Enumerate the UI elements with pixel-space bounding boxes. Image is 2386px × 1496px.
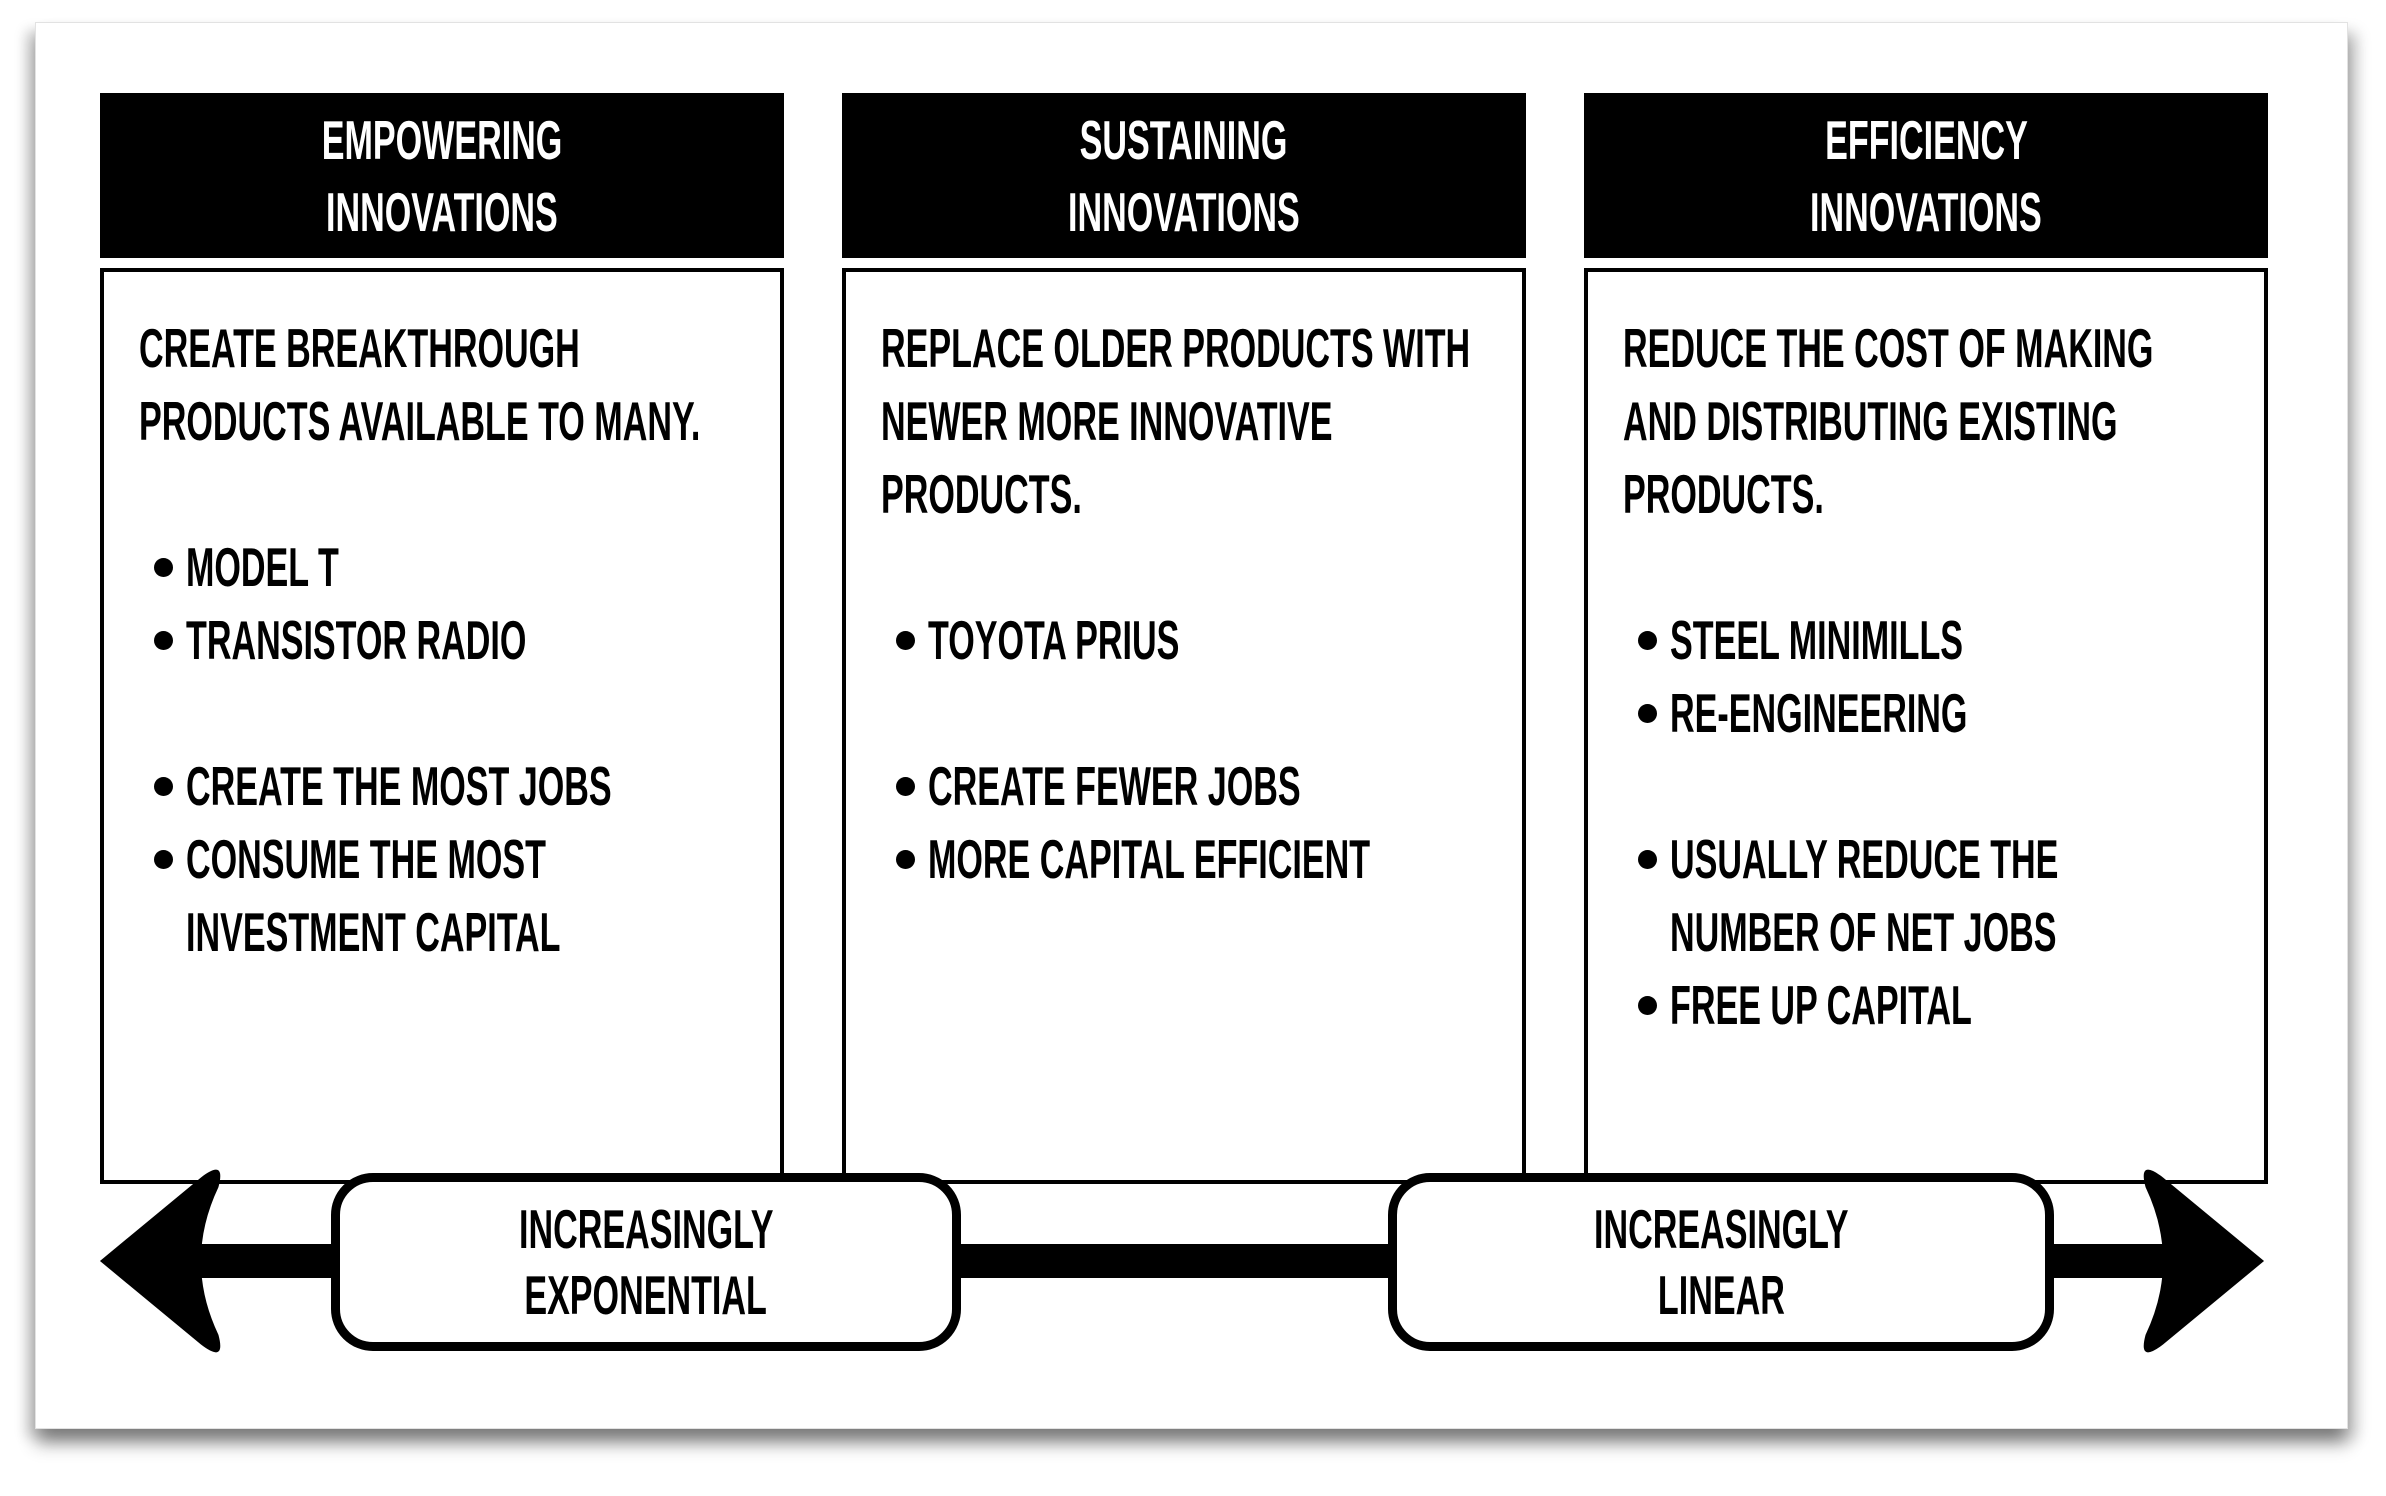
bullet-text: TRANSISTOR RADIO [186,604,735,677]
bullet-line: MODEL T [186,536,339,598]
bullet-text: CONSUME THE MOST INVESTMENT CAPITAL [186,823,790,969]
intro-line: PRODUCTS. [881,463,1082,525]
intro-line: AND DISTRIBUTING EXISTING [1623,390,2118,452]
bullet-item: RE-ENGINEERING [1588,677,2264,750]
axis-label-line: LINEAR [1657,1264,1785,1326]
column-header: EMPOWERING INNOVATIONS [100,93,784,258]
intro-line: REPLACE OLDER PRODUCTS WITH [881,317,1471,379]
bullet-dot-icon [1638,704,1657,723]
bullet-line: TOYOTA PRIUS [928,609,1180,671]
bullet-dot-icon [154,850,173,869]
bullet-text: CREATE THE MOST JOBS [186,750,873,823]
bullet-text: USUALLY REDUCE THE NUMBER OF NET JOBS [1670,823,2296,969]
intro-line: NEWER MORE INNOVATIVE [881,390,1333,452]
arrow-shaft [196,1244,2164,1278]
bullet-line: TRANSISTOR RADIO [186,609,527,671]
bullet-group: STEEL MINIMILLS RE-ENGINEERING [1588,604,2264,750]
bullet-item: USUALLY REDUCE THE NUMBER OF NET JOBS [1588,823,2264,969]
bullet-dot-icon [154,777,173,796]
header-label-line: EMPOWERING [321,108,563,171]
header-label-line: INNOVATIONS [326,180,558,243]
intro-line: CREATE BREAKTHROUGH [139,317,580,379]
intro-paragraph: CREATE BREAKTHROUGH PRODUCTS AVAILABLE TO… [104,312,780,458]
column-body: REPLACE OLDER PRODUCTS WITH NEWER MORE IN… [842,268,1526,1184]
bullet-line: USUALLY REDUCE THE [1670,828,2059,890]
bullet-item: MORE CAPITAL EFFICIENT [846,823,1522,896]
bullet-group: CREATE FEWER JOBS MORE CAPITAL EFFICIENT [846,750,1522,896]
bullet-text: RE-ENGINEERING [1670,677,2150,750]
label-box-exponential: INCREASINGLY EXPONENTIAL [331,1173,961,1351]
bullet-dot-icon [896,777,915,796]
bullet-item: FREE UP CAPITAL [1588,969,2264,1042]
bullet-item: TRANSISTOR RADIO [104,604,780,677]
bullet-dot-icon [1638,996,1657,1015]
bullet-item: MODEL T [104,531,780,604]
diagram-card: EMPOWERING INNOVATIONS CREATE BREAKTHROUGH… [35,22,2348,1429]
bullet-item: CREATE THE MOST JOBS [104,750,780,823]
bullet-text: MODEL T [186,531,432,604]
bullet-group: CREATE THE MOST JOBS CONSUME THE MOST INVE… [104,750,780,969]
bullet-dot-icon [1638,631,1657,650]
bullet-line: MORE CAPITAL EFFICIENT [928,828,1371,890]
bullet-dot-icon [896,850,915,869]
bullet-line: NUMBER OF NET JOBS [1670,901,2057,963]
bullet-line: FREE UP CAPITAL [1670,974,1972,1036]
bullet-group: MODEL T TRANSISTOR RADIO [104,531,780,677]
header-label-line: INNOVATIONS [1810,180,2042,243]
label-box-linear: INCREASINGLY LINEAR [1388,1173,2054,1351]
bullet-dot-icon [896,631,915,650]
header-label-line: EFFICIENCY [1824,108,2028,171]
intro-paragraph: REPLACE OLDER PRODUCTS WITH NEWER MORE IN… [846,312,1522,531]
column-header: SUSTAINING INNOVATIONS [842,93,1526,258]
intro-paragraph: REDUCE THE COST OF MAKING AND DISTRIBUTIN… [1588,312,2264,531]
bullet-text: MORE CAPITAL EFFICIENT [928,823,1641,896]
column-body: REDUCE THE COST OF MAKING AND DISTRIBUTIN… [1584,268,2268,1184]
column-body: CREATE BREAKTHROUGH PRODUCTS AVAILABLE TO… [100,268,784,1184]
bullet-dot-icon [154,631,173,650]
bullet-line: RE-ENGINEERING [1670,682,1968,744]
bullet-text: STEEL MINIMILLS [1670,604,2143,677]
bullet-item: CREATE FEWER JOBS [846,750,1522,823]
bullet-item: CONSUME THE MOST INVESTMENT CAPITAL [104,823,780,969]
bullet-line: CREATE THE MOST JOBS [186,755,612,817]
bullet-line: STEEL MINIMILLS [1670,609,1964,671]
arrowhead-left-icon [99,1169,221,1353]
bullet-group: TOYOTA PRIUS [846,604,1522,677]
bullet-text: FREE UP CAPITAL [1670,969,2157,1042]
bullet-line: CREATE FEWER JOBS [928,755,1301,817]
intro-line: PRODUCTS AVAILABLE TO MANY. [139,390,701,452]
arrowhead-right-icon [2143,1169,2265,1353]
bullet-dot-icon [154,558,173,577]
bullet-line: INVESTMENT CAPITAL [186,901,561,963]
bullet-dot-icon [1638,850,1657,869]
intro-line: REDUCE THE COST OF MAKING [1623,317,2154,379]
header-label-line: INNOVATIONS [1068,180,1300,243]
axis-label-line: EXPONENTIAL [524,1264,768,1326]
bullet-item: TOYOTA PRIUS [846,604,1522,677]
header-label-line: SUSTAINING [1080,108,1288,171]
axis-label-line: INCREASINGLY [518,1198,774,1260]
column-header: EFFICIENCY INNOVATIONS [1584,93,2268,258]
bullet-group: USUALLY REDUCE THE NUMBER OF NET JOBS FREE… [1588,823,2264,1042]
axis-label-line: INCREASINGLY [1593,1198,1849,1260]
bullet-item: STEEL MINIMILLS [1588,604,2264,677]
bullet-line: CONSUME THE MOST [186,828,546,890]
intro-line: PRODUCTS. [1623,463,1824,525]
bullet-text: CREATE FEWER JOBS [928,750,1529,823]
bullet-text: TOYOTA PRIUS [928,604,1333,677]
